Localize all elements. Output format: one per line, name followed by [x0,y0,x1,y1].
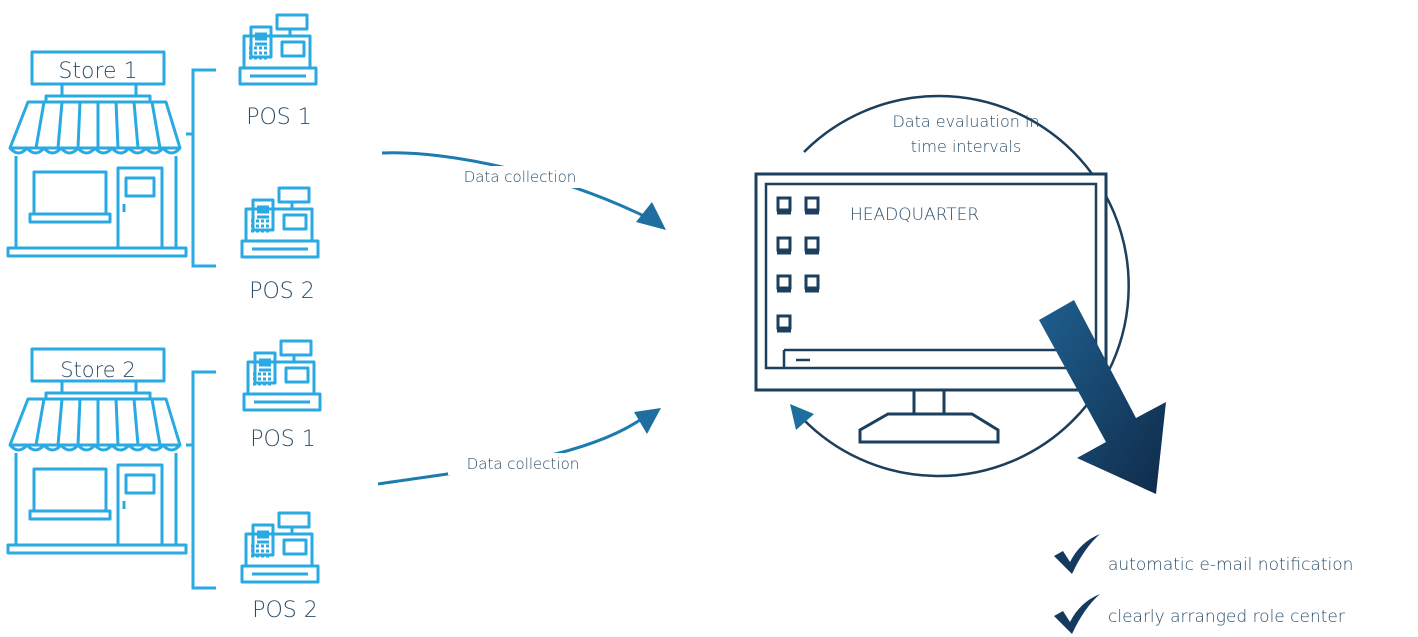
store-2-connector [186,370,216,590]
output-arrow-icon [1039,300,1166,494]
arrowhead-icon [790,404,814,430]
evaluation-cycle: Data evaluation in time intervals [790,94,1130,478]
store-2-pos-1-label: POS 1 [250,427,316,452]
store-1-group: Store 1 POS 1 POS 2 [6,13,320,304]
cycle-arc [801,94,1130,478]
feature-role-center: clearly arranged role center [1108,607,1345,627]
monitor-base [858,412,1000,444]
cash-register-icon [238,13,318,86]
store-2-sign: Store 2 [60,358,136,382]
flow-2-label: Data collection [467,455,580,473]
headquarter-title: HEADQUARTER [850,205,979,225]
arrowhead-icon [634,408,661,434]
evaluation-label-line-2: time intervals [911,137,1022,156]
cash-register-icon [242,339,322,412]
monitor-neck [912,388,946,416]
monitor-screen [764,182,1098,370]
feature-list: automatic e-mail notification clearly ar… [1054,534,1353,634]
cash-register-icon [240,186,320,259]
store-2-group: Store 2 POS 1 POS 2 [6,339,322,623]
data-collection-flow-2: Data collection [377,408,661,486]
store-1-sign: Store 1 [58,59,137,84]
store-1-connector [186,68,216,268]
data-collection-flow-1: Data collection [381,151,666,230]
headquarter-monitor: HEADQUARTER [754,172,1108,444]
checkmark-icon [1054,594,1100,634]
feature-email-notification: automatic e-mail notification [1108,555,1353,575]
big-output-arrow [1039,300,1166,494]
flow-1-label: Data collection [464,168,577,186]
cash-register-icon [240,511,320,584]
store-1-pos-2-label: POS 2 [249,279,315,304]
store-1-pos-1-label: POS 1 [246,105,312,130]
checkmark-icon [1054,534,1100,574]
evaluation-label-line-1: Data evaluation in [892,112,1039,131]
store-2-pos-2-label: POS 2 [252,598,318,623]
arrowhead-icon [636,202,666,230]
